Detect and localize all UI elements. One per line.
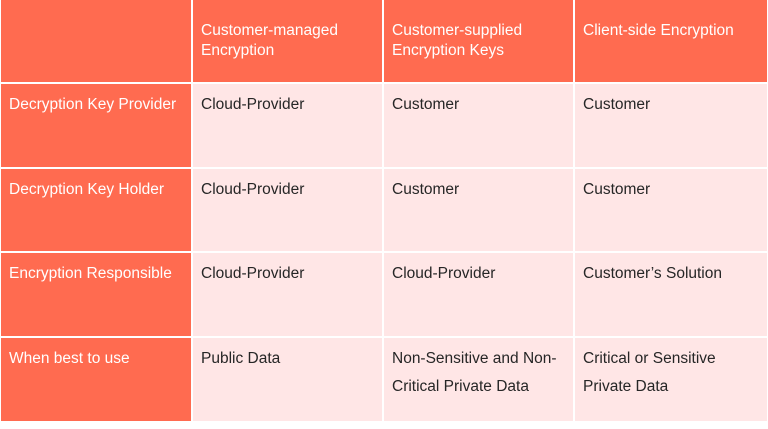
table-cell: Customer (384, 169, 573, 251)
table-cell: Customer’s Solution (575, 253, 767, 336)
table-cell: Customer (575, 84, 767, 167)
table-cell: Customer (575, 169, 767, 251)
table-cell: Critical or Sensitive Private Data (575, 338, 767, 421)
row-header-decryption-key-holder: Decryption Key Holder (1, 169, 191, 251)
column-header-customer-supplied: Customer-supplied Encryption Keys (384, 0, 573, 82)
table-cell: Cloud-Provider (384, 253, 573, 336)
table-cell: Public Data (193, 338, 382, 421)
table-cell: Non-Sensitive and Non-Critical Private D… (384, 338, 573, 421)
table-cell: Cloud-Provider (193, 253, 382, 336)
column-header-customer-managed: Customer-managed Encryption (193, 0, 382, 82)
table-cell: Cloud-Provider (193, 169, 382, 251)
table-cell: Customer (384, 84, 573, 167)
row-header-encryption-responsible: Encryption Responsible (1, 253, 191, 336)
table-cell: Cloud-Provider (193, 84, 382, 167)
row-header-when-best-to-use: When best to use (1, 338, 191, 421)
column-header-client-side: Client-side Encryption (575, 0, 767, 82)
table-corner-cell (1, 0, 191, 82)
row-header-decryption-key-provider: Decryption Key Provider (1, 84, 191, 167)
encryption-comparison-table: Customer-managed Encryption Customer-sup… (1, 0, 767, 421)
